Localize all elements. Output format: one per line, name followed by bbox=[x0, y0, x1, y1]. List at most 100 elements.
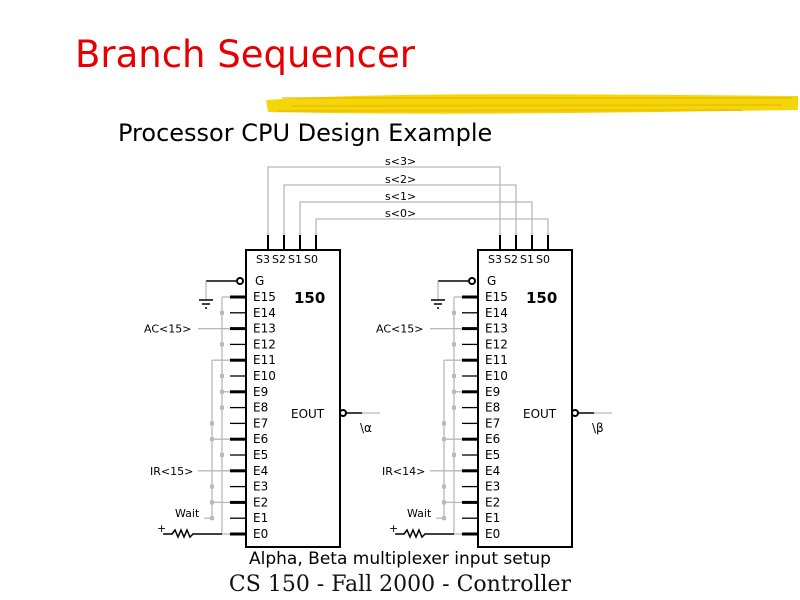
ac-input-label: AC<15> bbox=[144, 323, 191, 336]
data-pin-label: E12 bbox=[485, 337, 508, 351]
select-bus-label: s<2> bbox=[385, 173, 416, 186]
data-pin-label: E3 bbox=[485, 480, 500, 494]
yellow-brush-stroke bbox=[266, 94, 798, 114]
data-pin-label: E4 bbox=[485, 464, 500, 478]
data-pin-label: E10 bbox=[253, 369, 276, 383]
data-pin-label: E14 bbox=[253, 306, 276, 320]
pullup-label: + bbox=[157, 522, 166, 535]
data-pin-label: E11 bbox=[253, 353, 276, 367]
data-pin-label: E7 bbox=[485, 416, 500, 430]
data-pin-label: E15 bbox=[485, 290, 508, 304]
diagram-caption: Alpha, Beta multiplexer input setup bbox=[249, 549, 551, 569]
data-pin-label: E1 bbox=[253, 511, 268, 525]
inversion-bubble bbox=[339, 409, 347, 417]
data-pin-label: E6 bbox=[485, 432, 500, 446]
wait-input-label: Wait bbox=[407, 507, 432, 520]
data-pin-label: E5 bbox=[485, 448, 500, 462]
data-pin-label: E5 bbox=[253, 448, 268, 462]
select-pin-label: S3 bbox=[488, 253, 502, 266]
data-pin-label: E13 bbox=[485, 322, 508, 336]
data-pin-label: E0 bbox=[253, 527, 268, 541]
select-pin-label: S3 bbox=[256, 253, 270, 266]
data-pin-label: E0 bbox=[485, 527, 500, 541]
inversion-bubble bbox=[236, 277, 244, 285]
data-pin-label: E8 bbox=[485, 401, 500, 415]
junction-dot bbox=[452, 389, 456, 394]
data-pin-label: E4 bbox=[253, 464, 268, 478]
junction-dot bbox=[452, 342, 456, 347]
ir-input-label: IR<14> bbox=[382, 465, 425, 478]
data-pin-label: E3 bbox=[253, 480, 268, 494]
data-pin-label: E8 bbox=[253, 401, 268, 415]
junction-dot bbox=[442, 421, 446, 426]
data-pin-label: E11 bbox=[485, 353, 508, 367]
data-pin-label: E12 bbox=[253, 337, 276, 351]
select-line bbox=[267, 166, 501, 235]
junction-dot bbox=[220, 405, 224, 410]
select-bus-label: s<1> bbox=[385, 190, 416, 203]
junction-dot bbox=[220, 374, 224, 378]
ground-icon bbox=[199, 299, 213, 309]
junction-dot bbox=[210, 437, 214, 442]
junction-dot bbox=[210, 500, 214, 505]
data-pin-label: E2 bbox=[485, 495, 500, 509]
data-pin-label: E9 bbox=[485, 385, 500, 399]
junction-dot bbox=[220, 342, 224, 347]
output-signal-label: \α bbox=[360, 421, 372, 435]
junction-dot bbox=[210, 484, 214, 489]
junction-dot bbox=[452, 405, 456, 410]
select-pin-label: S2 bbox=[272, 253, 286, 266]
select-pin-label: S1 bbox=[520, 253, 534, 266]
data-pin-label: E15 bbox=[253, 290, 276, 304]
select-line bbox=[283, 184, 517, 235]
ir-input-label: IR<15> bbox=[150, 465, 193, 478]
select-pin-label: S0 bbox=[536, 253, 550, 266]
junction-dot bbox=[442, 437, 446, 442]
select-pin-label: S2 bbox=[504, 253, 518, 266]
output-pin-label: EOUT bbox=[291, 407, 325, 421]
junction-dot bbox=[452, 310, 456, 315]
chip-body bbox=[245, 249, 341, 548]
enable-pin-label: G bbox=[487, 274, 496, 288]
output-pin-label: EOUT bbox=[523, 407, 557, 421]
junction-dot bbox=[442, 484, 446, 489]
chip-part-number: 150 bbox=[294, 289, 325, 307]
inversion-bubble bbox=[468, 277, 476, 285]
junction-dot bbox=[442, 500, 446, 505]
data-pin-label: E1 bbox=[485, 511, 500, 525]
resistor-icon bbox=[395, 528, 454, 539]
select-pin-label: S1 bbox=[288, 253, 302, 266]
slide-title: Branch Sequencer bbox=[75, 33, 415, 76]
data-pin-label: E7 bbox=[253, 416, 268, 430]
junction-dot bbox=[220, 389, 224, 394]
slide-subtitle: Processor CPU Design Example bbox=[118, 119, 493, 147]
data-pin-label: E10 bbox=[485, 369, 508, 383]
inversion-bubble bbox=[571, 409, 579, 417]
output-signal-label: \β bbox=[592, 421, 604, 435]
junction-dot bbox=[220, 453, 224, 457]
enable-pin-label: G bbox=[255, 274, 264, 288]
data-pin-label: E13 bbox=[253, 322, 276, 336]
select-bus: s<3> s<2> s<1> s<0> bbox=[267, 155, 549, 235]
data-pin-label: E6 bbox=[253, 432, 268, 446]
slide-footer: CS 150 - Fall 2000 - Controller bbox=[228, 572, 572, 597]
wait-input-label: Wait bbox=[175, 507, 200, 520]
chip-body bbox=[477, 249, 573, 548]
junction-dot bbox=[220, 310, 224, 315]
junction-dot bbox=[210, 421, 214, 426]
select-bus-label: s<0> bbox=[385, 207, 416, 220]
junction-dot bbox=[452, 453, 456, 457]
resistor-icon bbox=[163, 528, 222, 539]
data-pin-label: E9 bbox=[253, 385, 268, 399]
select-bus-label: s<3> bbox=[385, 155, 416, 168]
select-line bbox=[315, 218, 549, 235]
ac-input-label: AC<15> bbox=[376, 323, 423, 336]
ground-icon bbox=[431, 299, 445, 309]
junction-dot bbox=[452, 374, 456, 378]
chip-part-number: 150 bbox=[526, 289, 557, 307]
select-pin-label: S0 bbox=[304, 253, 318, 266]
